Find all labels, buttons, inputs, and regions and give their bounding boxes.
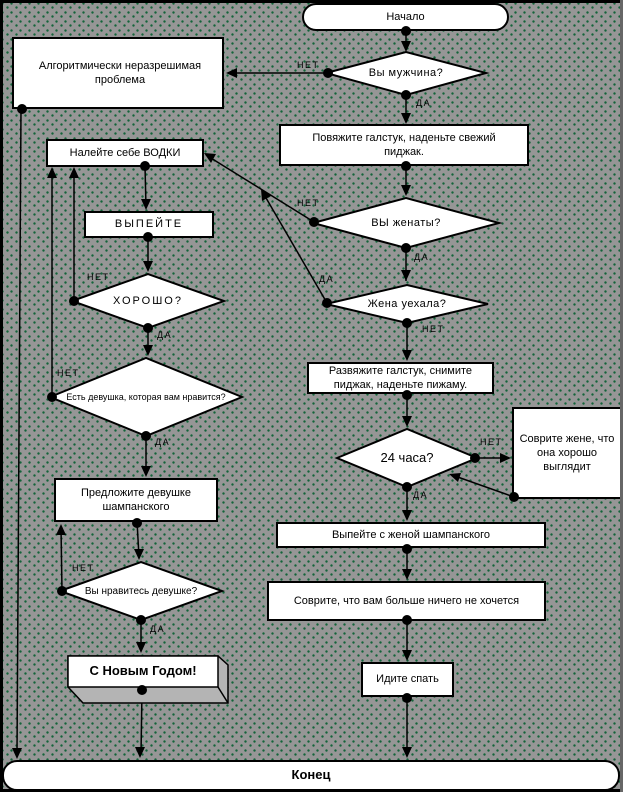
junction-dot: [143, 323, 153, 333]
arrow-icon: [402, 747, 412, 758]
junction-dot: [141, 431, 151, 441]
junction-dot: [470, 453, 480, 463]
junction-dot: [132, 518, 142, 528]
junction-dot: [137, 685, 147, 695]
plaque-edge-line: [217, 686, 229, 704]
junction-dots: [17, 26, 519, 703]
edge-unsolvable-end: [16, 108, 22, 755]
arrow-icon: [69, 167, 79, 178]
edge-likesyou-no: [60, 527, 63, 592]
arrow-icon: [401, 185, 411, 196]
arrow-icon: [47, 167, 57, 178]
arrow-icon: [500, 453, 511, 463]
decision-is-man-shape: [322, 50, 490, 97]
arrow-icon: [226, 68, 237, 78]
junction-dot: [401, 161, 411, 171]
decision-girl-likes-you-shape: [57, 560, 225, 622]
arrow-icon: [136, 642, 146, 653]
junction-dot: [402, 482, 412, 492]
go-to-sleep-box-shape: [361, 662, 454, 697]
arrow-icon: [134, 549, 144, 560]
arrow-icon: [401, 113, 411, 124]
junction-dot: [323, 68, 333, 78]
lie-nothing-more-box-shape: [267, 581, 546, 621]
junction-dot: [69, 296, 79, 306]
arrow-icon: [449, 473, 461, 482]
champagne-with-wife-box-shape: [276, 522, 546, 548]
junction-dot: [309, 217, 319, 227]
junction-dot: [402, 390, 412, 400]
arrow-icon: [143, 345, 153, 356]
junction-dot: [509, 492, 519, 502]
lie-to-wife-box-shape: [512, 407, 620, 499]
junction-dot: [401, 243, 411, 253]
happy-new-year-plaque: [67, 655, 229, 704]
arrow-icon: [204, 153, 216, 163]
unsolvable-box-shape: [12, 37, 224, 109]
arrow-icon: [402, 569, 412, 580]
edge-married-no: [205, 154, 315, 223]
decision-married-shape: [309, 196, 503, 250]
arrow-icon: [402, 510, 412, 521]
arrow-icon: [12, 748, 22, 759]
arrow-icon: [141, 466, 151, 477]
edge-liewife-hours: [451, 474, 515, 498]
arrow-icon: [56, 524, 66, 535]
arrow-icon: [401, 41, 411, 52]
junction-dot: [402, 693, 412, 703]
plaque-face-shape: [67, 655, 219, 688]
junction-dot: [143, 232, 153, 242]
arrowheads: [12, 41, 511, 759]
offer-champagne-box-shape: [54, 478, 218, 522]
junction-dot: [47, 392, 57, 402]
arrow-icon: [261, 189, 271, 201]
end-terminator-shape: [3, 760, 620, 789]
put-on-tie-box-shape: [279, 124, 529, 166]
arrow-icon: [141, 199, 151, 210]
junction-dot: [402, 615, 412, 625]
arrow-icon: [402, 350, 412, 361]
arrow-icon: [401, 270, 411, 281]
arrow-icon: [402, 650, 412, 661]
untie-tie-box-shape: [307, 362, 494, 394]
arrow-icon: [135, 747, 145, 758]
decision-girl-you-like-shape: [47, 356, 245, 438]
junction-dot: [140, 161, 150, 171]
arrow-icon: [143, 261, 153, 272]
node-shapes: [3, 3, 620, 789]
junction-dot: [402, 544, 412, 554]
junction-dot: [322, 298, 332, 308]
pour-vodka-box-shape: [46, 139, 204, 167]
junction-dot: [401, 26, 411, 36]
junction-dot: [402, 318, 412, 328]
junction-dot: [17, 104, 27, 114]
decision-wife-left-shape: [325, 283, 489, 325]
flowchart-geometry: [3, 3, 620, 789]
arrow-icon: [402, 416, 412, 427]
junction-dot: [57, 586, 67, 596]
decision-good-shape: [69, 272, 227, 330]
junction-dot: [401, 90, 411, 100]
junction-dot: [136, 615, 146, 625]
edge-wifeleft-yes: [261, 190, 328, 304]
